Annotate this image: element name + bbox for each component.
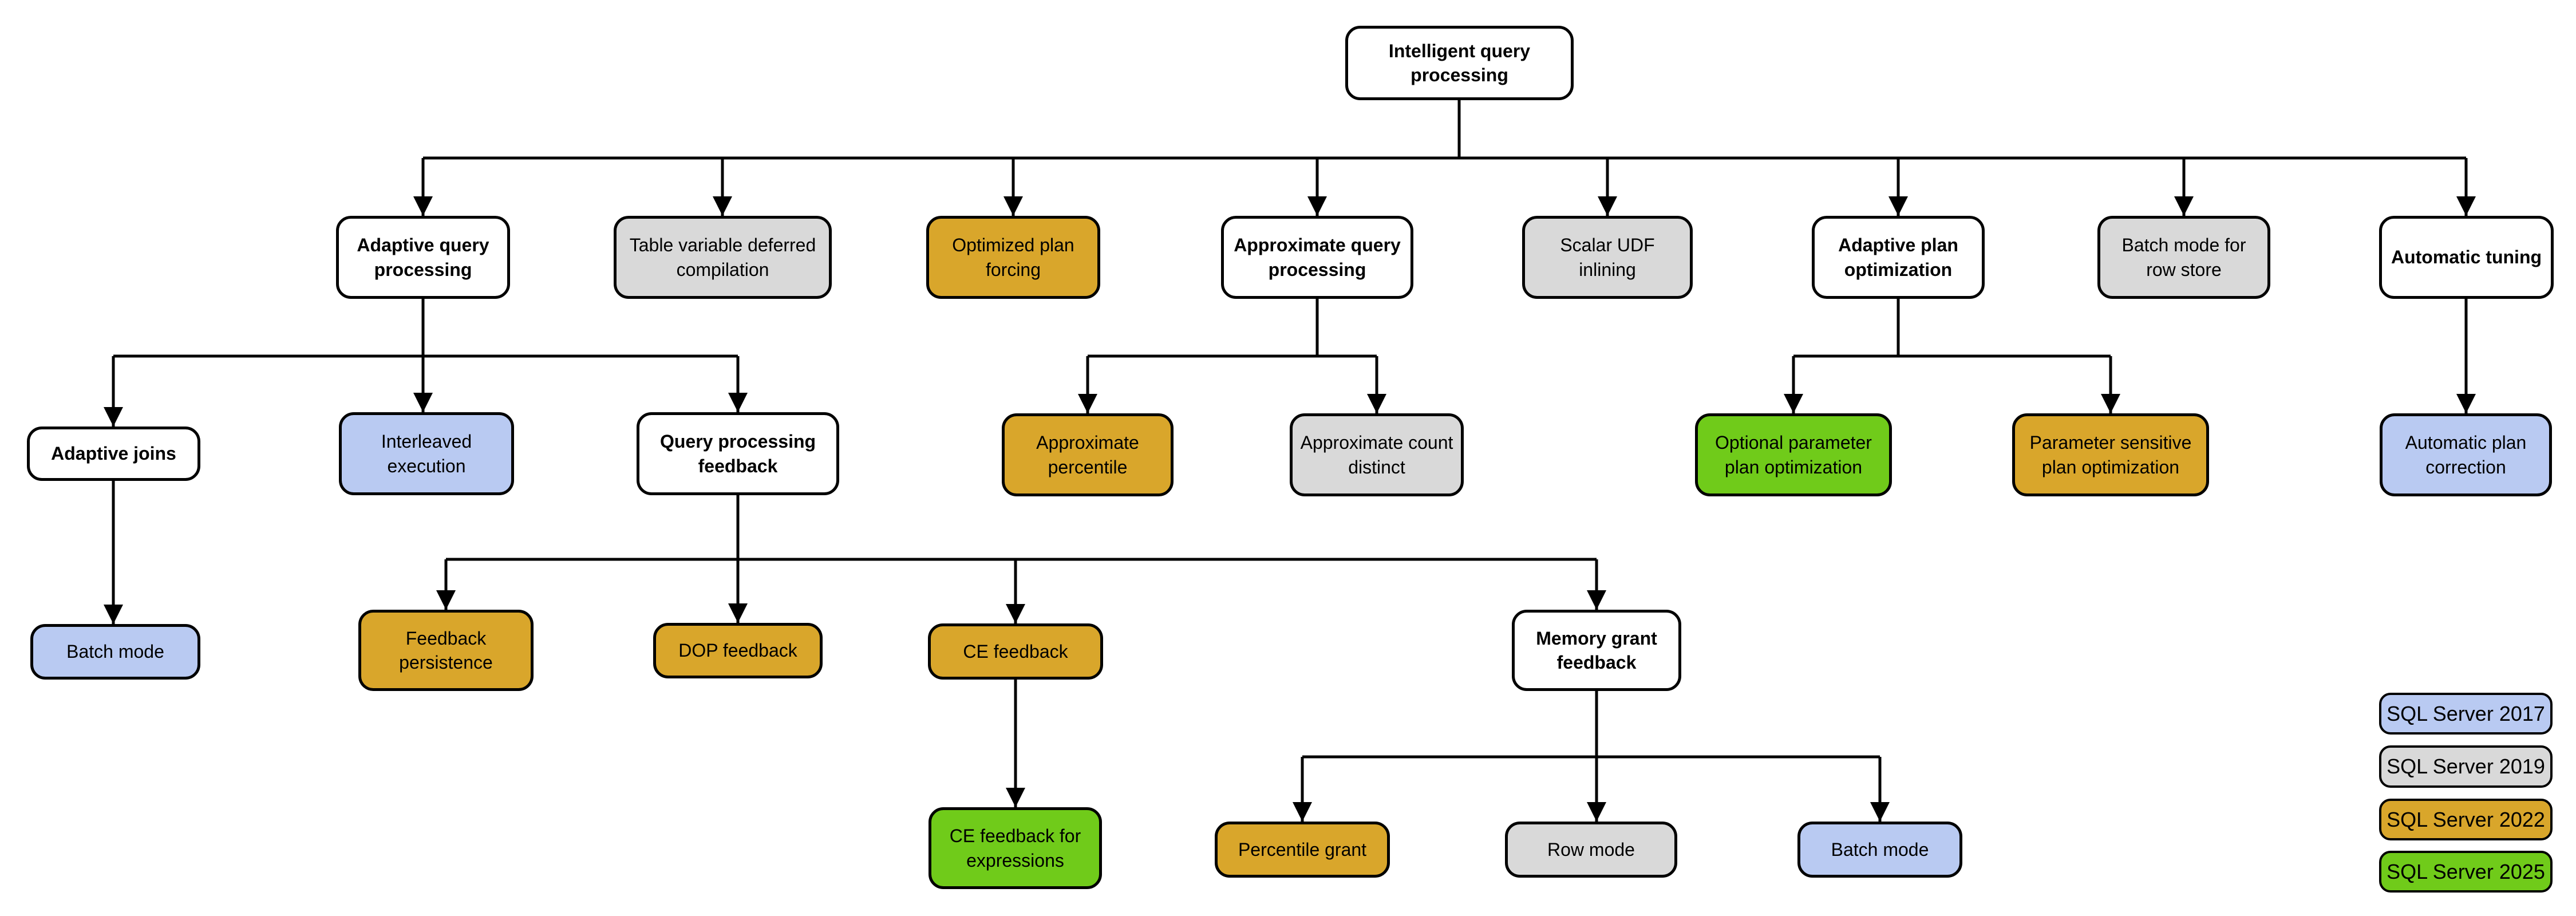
node-automatic-plan-correction: Automatic plan correction [2380,413,2552,496]
node-scalar-udf-inlining: Scalar UDF inlining [1522,216,1693,299]
node-adaptive-plan-optimization: Adaptive plan optimization [1812,216,1985,299]
legend-sql-server-2017: SQL Server 2017 [2379,693,2553,735]
legend-sql-server-2022: SQL Server 2022 [2379,799,2553,840]
node-percentile-grant: Percentile grant [1215,822,1390,878]
node-optimized-plan-forcing: Optimized plan forcing [926,216,1100,299]
node-ce-feedback-for-expressions: CE feedback for expressions [929,807,1102,889]
node-optional-parameter-plan-optimization: Optional parameter plan optimization [1695,413,1892,496]
node-parameter-sensitive-plan-optimization: Parameter sensitive plan optimization [2012,413,2209,496]
legend-sql-server-2025: SQL Server 2025 [2379,851,2553,893]
node-row-mode: Row mode [1505,822,1677,878]
node-table-variable-deferred-compilation: Table variable deferred compilation [614,216,832,299]
node-adaptive-query-processing: Adaptive query processing [336,216,510,299]
node-interleaved-execution: Interleaved execution [339,412,514,495]
node-batch-mode-adaptive-joins: Batch mode [30,624,200,680]
node-adaptive-joins: Adaptive joins [27,427,200,481]
node-query-processing-feedback: Query processing feedback [637,412,839,495]
node-approximate-count-distinct: Approximate count distinct [1290,413,1464,496]
legend-sql-server-2019: SQL Server 2019 [2379,745,2553,788]
node-feedback-persistence: Feedback persistence [358,610,534,691]
node-batch-mode-memory-grant: Batch mode [1797,822,1962,878]
node-automatic-tuning: Automatic tuning [2379,216,2554,299]
node-approximate-percentile: Approximate percentile [1002,413,1174,496]
node-approximate-query-processing: Approximate query processing [1221,216,1413,299]
node-memory-grant-feedback: Memory grant feedback [1512,610,1681,691]
node-dop-feedback: DOP feedback [653,623,823,678]
node-ce-feedback: CE feedback [928,623,1103,680]
node-batch-mode-for-row-store: Batch mode for row store [2097,216,2270,299]
node-intelligent-query-processing: Intelligent query processing [1345,26,1574,100]
